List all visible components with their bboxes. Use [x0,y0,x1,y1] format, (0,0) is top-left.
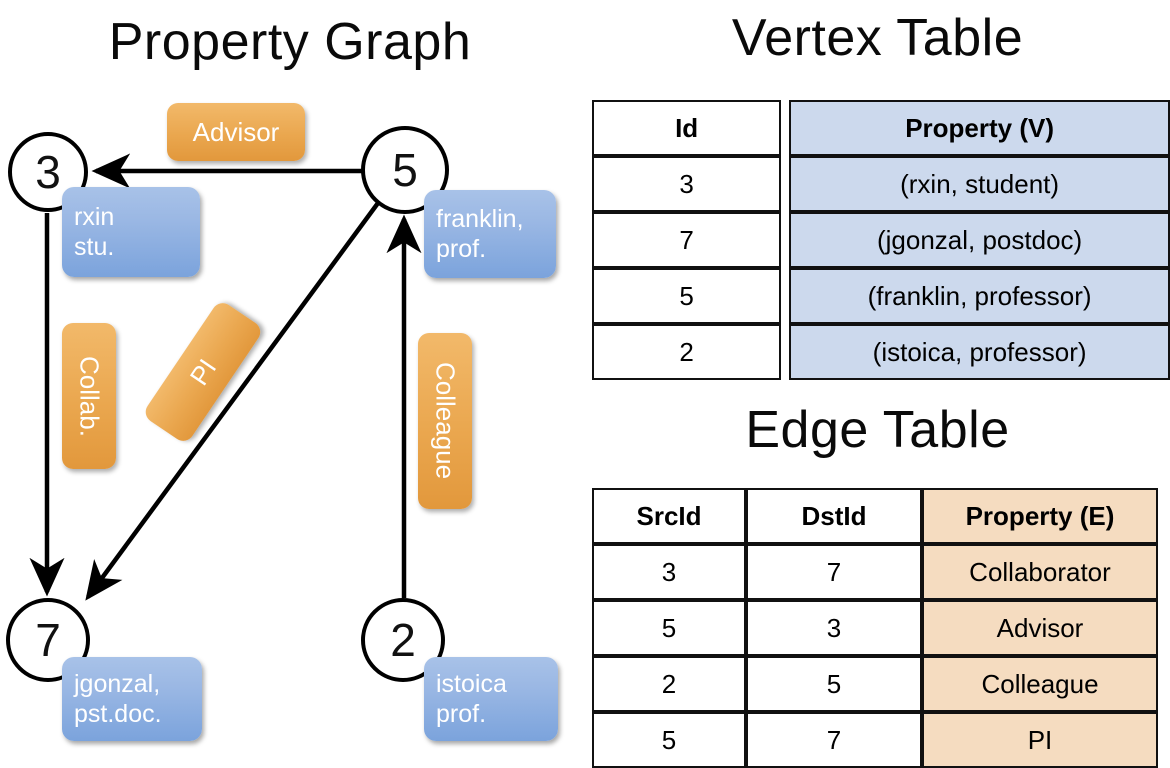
graph-node-2[interactable]: 2 [361,598,445,682]
edge-cell-dstid: 5 [746,656,922,712]
graph-node-5-property-box[interactable]: franklin, prof. [424,190,556,278]
edge-cell-dstid: 3 [746,600,922,656]
graph-node-2-property-box[interactable]: istoica prof. [424,657,558,741]
edge-label-advisor[interactable]: Advisor [167,103,305,161]
vertex-cell-property: (franklin, professor) [789,268,1170,324]
graph-node-3-label: 3 [35,146,61,198]
edge-cell-srcid: 2 [592,656,746,712]
edge-label-colleague[interactable]: Colleague [418,333,472,509]
graph-node-7-property-box[interactable]: jgonzal, pst.doc. [62,657,202,741]
table-row[interactable]: 7 (jgonzal, postdoc) [592,212,1170,268]
vertex-table-column-gap [781,100,789,156]
vertex-cell-property: (rxin, student) [789,156,1170,212]
vertex-cell-id: 2 [592,324,782,380]
graph-node-3-property-box[interactable]: rxin stu. [62,187,200,277]
vertex-cell-id: 5 [592,268,782,324]
vertex-table-column-gap [781,156,789,212]
page-title-edge-table: Edge Table [745,401,1010,459]
graph-node-7-property-line1: jgonzal, [74,669,161,698]
graph-node-2-label: 2 [390,614,416,666]
vertex-table-column-gap [781,212,789,268]
edge-label-collab[interactable]: Collab. [62,323,116,469]
page-title-property-graph: Property Graph [108,13,472,71]
graph-node-2-property-line2: prof. [436,700,487,728]
graph-node-3-property-line1: rxin [74,202,115,231]
table-row[interactable]: 5 3 Advisor [592,600,1158,656]
page-title-vertex-table: Vertex Table [731,9,1024,67]
graph-node-5[interactable]: 5 [361,126,449,214]
edge-table-header-srcid: SrcId [592,488,746,544]
graph-edges-svg [29,153,422,601]
vertex-table: Id Property (V) 3 (rxin, student) 7 (jgo… [592,100,1170,380]
table-row[interactable]: 3 7 Collaborator [592,544,1158,600]
table-row[interactable]: 5 (franklin, professor) [592,268,1170,324]
vertex-table-column-gap [781,324,789,380]
edge-cell-dstid: 7 [746,544,922,600]
edge-table-header-property: Property (E) [922,488,1158,544]
edge-table-header-dstid: DstId [746,488,922,544]
graph-node-2-property-line1: istoica [436,669,507,698]
edge-cell-property: Advisor [922,600,1158,656]
graph-node-5-label: 5 [392,144,418,196]
edge-cell-srcid: 5 [592,712,746,768]
property-graph-diagram: 3 5 7 2 rxin stu. franklin, prof. jgonza… [0,0,585,760]
table-row[interactable]: 5 7 PI [592,712,1158,768]
edge-cell-srcid: 3 [592,544,746,600]
graph-node-7-label: 7 [35,614,61,666]
graph-node-5-property-line1: franklin, [436,204,524,233]
vertex-table-header-id: Id [592,100,782,156]
edge-cell-srcid: 5 [592,600,746,656]
graph-node-7-property-line2: pst.doc. [74,700,162,728]
edge-table: SrcId DstId Property (E) 3 7 Collaborato… [592,488,1158,768]
edge-cell-dstid: 7 [746,712,922,768]
vertex-cell-id: 7 [592,212,782,268]
table-row[interactable]: 2 (istoica, professor) [592,324,1170,380]
vertex-cell-property: (jgonzal, postdoc) [789,212,1170,268]
edge-cell-property: Collaborator [922,544,1158,600]
vertex-table-column-gap [781,268,789,324]
graph-node-3-property-line2: stu. [74,233,115,261]
vertex-cell-id: 3 [592,156,782,212]
vertex-table-header-property: Property (V) [789,100,1170,156]
vertex-cell-property: (istoica, professor) [789,324,1170,380]
table-row[interactable]: 3 (rxin, student) [592,156,1170,212]
table-row[interactable]: 2 5 Colleague [592,656,1158,712]
edge-5-to-7-pi [85,201,380,601]
graph-node-5-property-line2: prof. [436,235,487,263]
vertex-table-header-row: Id Property (V) [592,100,1170,156]
edge-cell-property: Colleague [922,656,1158,712]
edge-table-header-row: SrcId DstId Property (E) [592,488,1158,544]
